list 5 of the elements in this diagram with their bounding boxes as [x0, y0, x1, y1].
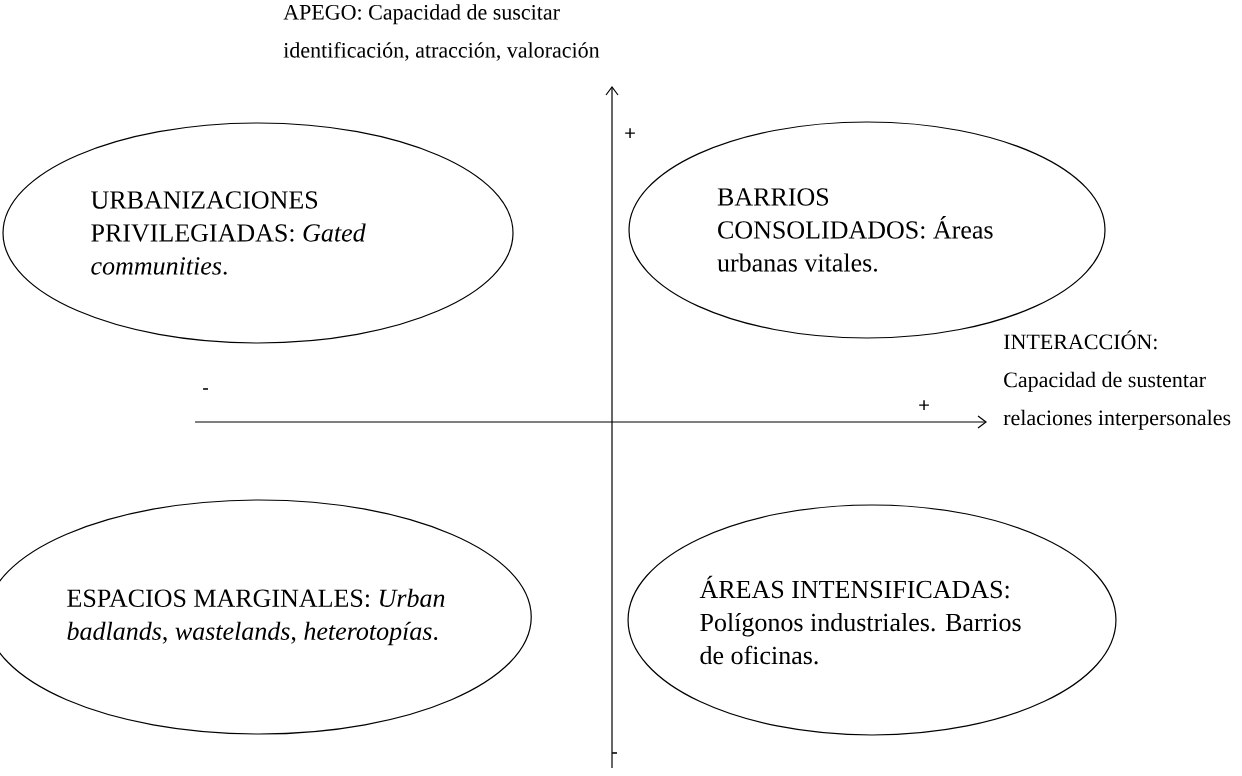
axis-sign: -	[203, 388, 208, 390]
axis-label: APEGO: Capacidad de suscitar identificación, atracción, valoración	[283, 4, 600, 61]
axis-sign: +	[919, 400, 929, 410]
axis-sign: -	[612, 752, 617, 754]
axis-sign: +	[625, 128, 635, 138]
